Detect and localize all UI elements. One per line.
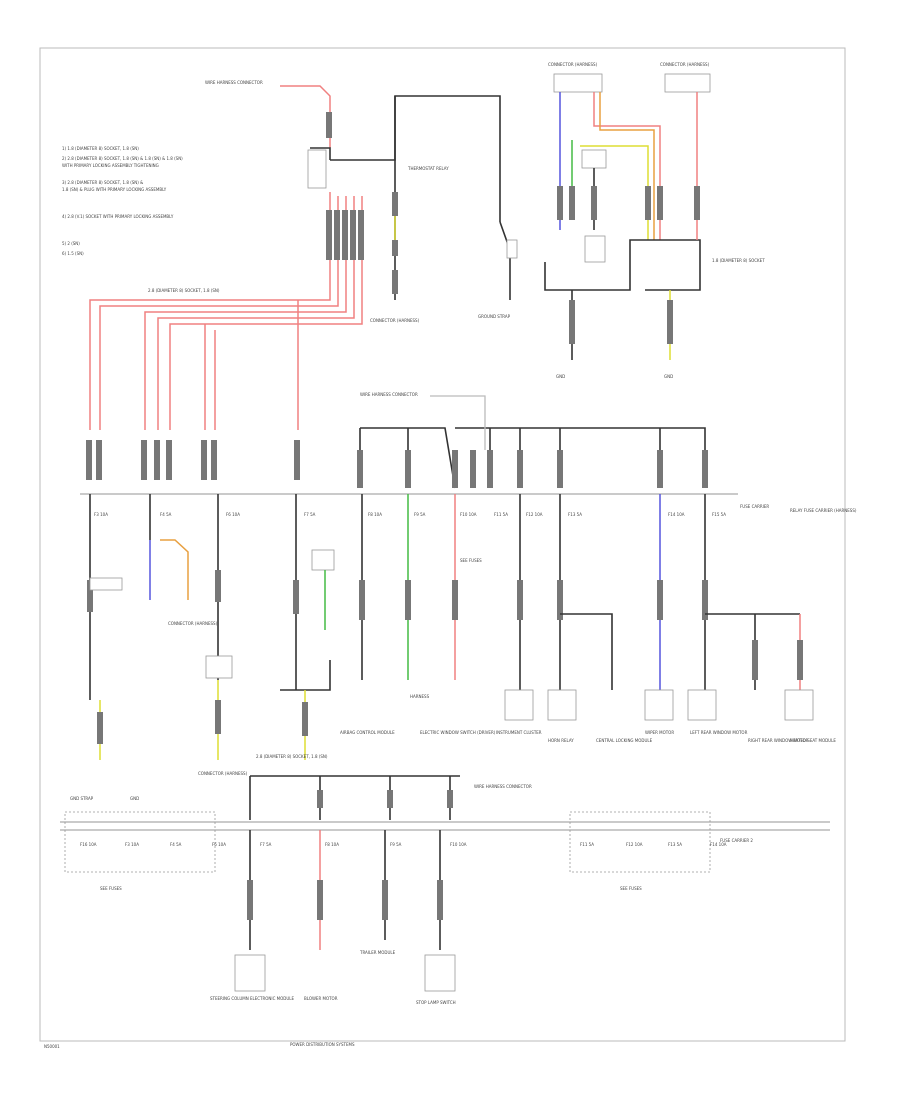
lower-socket-label-b: 2.8 (DIAMETER 8) SOCKET, 1.8 (SN) bbox=[256, 754, 328, 759]
bottom-load-2: BLOWER MOTOR bbox=[304, 996, 338, 1001]
see-fuse-bottom-left: SEE FUSES bbox=[100, 886, 122, 891]
fuse-label-3: F6 10A bbox=[226, 512, 240, 517]
fuse-label-10: F13 5A bbox=[568, 512, 582, 517]
fuse-busbar-upper: FUSE CARRIER RELAY FUSE CARRIER (HARNESS… bbox=[80, 493, 857, 513]
top-harness-group: WIRE HARNESS CONNECTOR THERMOSTAT RELAY … bbox=[205, 80, 518, 323]
legend: 1) 1.8 (DIAMETER 8) SOCKET, 1.8 (SN) 2) … bbox=[62, 146, 183, 256]
fuse-carrier-2-label: FUSE CARRIER 2 bbox=[720, 838, 753, 843]
load-label-6: WIPER MOTOR bbox=[645, 730, 674, 735]
fuse-label-8: F11 5A bbox=[494, 512, 508, 517]
legend-line-6: 4) 2.8 (V.1) SOCKET WITH PRIMARY LOCKING… bbox=[62, 214, 174, 219]
top-right-gnd-1: GND bbox=[556, 374, 565, 379]
top-thermostat-label: THERMOSTAT RELAY bbox=[407, 166, 449, 171]
legend-line-3: WITH PRIMARY LOCKING ASSEMBLY TIGHTENING bbox=[62, 163, 159, 168]
top-right-gnd-2: GND bbox=[664, 374, 673, 379]
top-right-socket-label: 1.8 (DIAMETER 8) SOCKET bbox=[712, 258, 765, 263]
load-components: AIRBAG CONTROL MODULE ELECTRIC WINDOW SW… bbox=[340, 689, 836, 743]
fuse-label-11: F14 10A bbox=[668, 512, 685, 517]
fuse-label-5: F8 10A bbox=[368, 512, 382, 517]
fuse-label-4: F7 5A bbox=[304, 512, 316, 517]
bottom-loads: STEERING COLUMN ELECTRONIC MODULE BLOWER… bbox=[210, 830, 456, 1005]
middle-socket-label: 2.8 (DIAMETER 8) SOCKET, 1.8 (SN) bbox=[148, 288, 220, 293]
load-label-2: ELECTRIC WINDOW SWITCH (DRIVER) bbox=[420, 730, 496, 735]
lower-socket-label: CONNECTOR (HARNESS) bbox=[198, 771, 248, 776]
top-right-connector-group: CONNECTOR (HARNESS) 1.8 (DIAMETER 8) SOC… bbox=[544, 62, 765, 379]
legend-line-5: 1.8 (SN) & PLUG WITH PRIMARY LOCKING ASS… bbox=[62, 187, 167, 192]
fuse-label-12: F15 5A bbox=[712, 512, 726, 517]
red-bundle-left: 2.8 (DIAMETER 8) SOCKET, 1.8 (SN) bbox=[86, 192, 364, 480]
legend-line-7: 5) 2 (SN) bbox=[62, 241, 80, 246]
fuse-label-7: F10 10A bbox=[460, 512, 477, 517]
diagram-border bbox=[39, 47, 846, 1042]
lower-fuse-4: F6 10A bbox=[212, 842, 226, 847]
lower-fuse-9: F11 5A bbox=[580, 842, 594, 847]
lower-fuse-3: F4 5A bbox=[170, 842, 182, 847]
lower-fuse-1: F16 10A bbox=[80, 842, 97, 847]
load-label-8: RIGHT REAR WINDOW MOTOR bbox=[748, 738, 809, 743]
load-label-9: HEATED SEAT MODULE bbox=[790, 738, 836, 743]
load-label-1: AIRBAG CONTROL MODULE bbox=[340, 730, 395, 735]
lower-fuse-2: F3 10A bbox=[125, 842, 139, 847]
ground-strap-top: GROUND STRAP bbox=[478, 314, 511, 319]
lower-ground-label: GND bbox=[130, 796, 139, 801]
legend-line-1: 1) 1.8 (DIAMETER 8) SOCKET, 1.8 (SN) bbox=[62, 146, 139, 151]
footer-code: N50001 bbox=[44, 1044, 60, 1049]
top-right-conn-b-label: CONNECTOR (HARNESS) bbox=[660, 62, 710, 67]
lower-fuse-5: F7 5A bbox=[260, 842, 272, 847]
top-right-conn-a-label: CONNECTOR (HARNESS) bbox=[548, 62, 598, 67]
lower-harness-label: WIRE HARNESS CONNECTOR bbox=[474, 784, 532, 789]
load-label-7: LEFT REAR WINDOW MOTOR bbox=[690, 730, 748, 735]
load-label-5: CENTRAL LOCKING MODULE bbox=[596, 738, 653, 743]
bottom-load-1: STEERING COLUMN ELECTRONIC MODULE bbox=[210, 996, 294, 1001]
black-bundle-middle: WIRE HARNESS CONNECTOR bbox=[357, 392, 708, 489]
lower-fuse-11: F13 5A bbox=[668, 842, 682, 847]
downward-wires: CONNECTOR (HARNESS) HARNESS bbox=[87, 494, 803, 760]
bottom-load-4: STOP LAMP SWITCH bbox=[416, 1000, 456, 1005]
fuse-carrier-lower: GND STRAP GND CONNECTOR (HARNESS) 2.8 (D… bbox=[60, 754, 830, 891]
see-fuse-bottom-right: SEE FUSES bbox=[620, 886, 642, 891]
legend-line-4: 3) 2.8 (DIAMETER 8) SOCKET, 1.8 (SN) & bbox=[62, 180, 143, 185]
bottom-load-3: TRAILER MODULE bbox=[359, 950, 396, 955]
see-fuse-mid: SEE FUSES bbox=[460, 558, 482, 563]
fuse-carrier-right-label: RELAY FUSE CARRIER (HARNESS) bbox=[790, 508, 857, 513]
fuse-carrier-label: FUSE CARRIER bbox=[740, 504, 769, 509]
fuse-label-1: F3 10A bbox=[94, 512, 108, 517]
load-label-3: INSTRUMENT CLUSTER bbox=[496, 730, 542, 735]
lower-fuse-6: F8 10A bbox=[325, 842, 339, 847]
mid-connector-label: HARNESS bbox=[410, 694, 430, 699]
left-conn-label-a: CONNECTOR (HARNESS) bbox=[168, 621, 218, 626]
lower-fuse-8: F10 10A bbox=[450, 842, 467, 847]
fuse-row-upper: F3 10A F4 5A F6 10A F7 5A F8 10A F9 5A F… bbox=[94, 512, 726, 563]
mid-harness-label: WIRE HARNESS CONNECTOR bbox=[360, 392, 418, 397]
lower-fuse-12: F14 10A bbox=[710, 842, 727, 847]
fuse-label-9: F12 10A bbox=[526, 512, 543, 517]
lower-fuse-7: F9 5A bbox=[390, 842, 402, 847]
legend-line-8: 6) 1.5 (SN) bbox=[62, 251, 84, 256]
fuse-label-6: F9 5A bbox=[414, 512, 426, 517]
lower-ground-strap: GND STRAP bbox=[70, 796, 94, 801]
fuse-label-2: F4 5A bbox=[160, 512, 172, 517]
legend-line-2: 2) 2.8 (DIAMETER 8) SOCKET, 1.8 (SN) & 1… bbox=[62, 156, 183, 161]
footer-title: POWER DISTRIBUTION SYSTEMS bbox=[290, 1042, 355, 1047]
lower-fuse-10: F12 10A bbox=[626, 842, 643, 847]
top-ground-left-label: CONNECTOR (HARNESS) bbox=[370, 318, 420, 323]
load-label-4: HORN RELAY bbox=[548, 738, 574, 743]
top-harness-label: WIRE HARNESS CONNECTOR bbox=[205, 80, 263, 85]
